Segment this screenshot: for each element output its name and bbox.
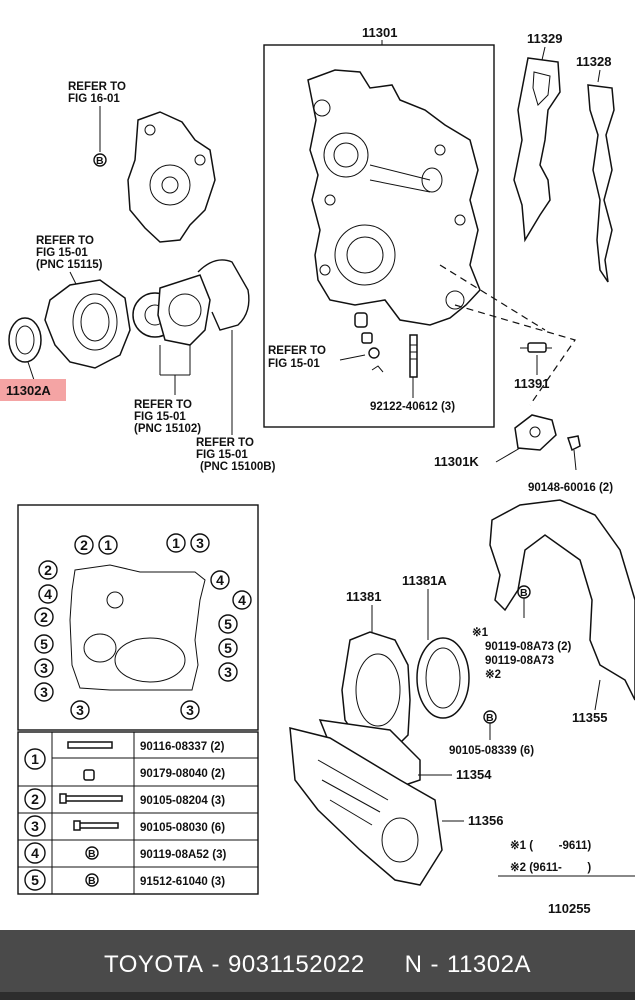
label-refer-15100b-1: REFER TO	[196, 437, 254, 449]
bolt-marker: 2	[40, 609, 48, 625]
label-refer-inner-1: REFER TO	[268, 345, 326, 357]
gasket-11328[interactable]	[587, 84, 615, 283]
label-refer-15102-1: REFER TO	[134, 399, 192, 411]
label-refer-fig16-2: FIG 16-01	[68, 93, 120, 105]
bolt-table: 1 2 3 4 5 B B 90116-08337 (2) 90179-0804…	[17, 731, 259, 895]
seal-retainer-11381[interactable]	[341, 631, 411, 749]
label-90119-08a73[interactable]: 90119-08A73	[485, 655, 554, 667]
bolt-table-no: 2	[31, 791, 39, 807]
parts-diagram: 11301 REFER TO FIG 15-01 92122-40612 (3)…	[0, 25, 635, 916]
label-refer-15115-1: REFER TO	[36, 235, 94, 247]
note-star2: ※2 (9611- )	[510, 861, 591, 874]
footer-ref-prefix: N	[404, 951, 423, 978]
label-11381[interactable]: 11381	[346, 589, 381, 604]
bolt-table-part[interactable]: 90105-08030 (6)	[140, 822, 225, 834]
label-refer-15115-2: FIG 15-01	[36, 247, 88, 259]
bolt-marker: 1	[104, 537, 112, 553]
label-refer-15100b-2: FIG 15-01	[196, 449, 248, 461]
svg-text:B: B	[96, 155, 104, 167]
bolt-table-no: 1	[31, 751, 39, 767]
oil-seal-11302a[interactable]	[8, 317, 42, 363]
label-refer-inner-2: FIG 15-01	[268, 358, 320, 370]
svg-text:B: B	[88, 875, 96, 887]
label-star2: ※2	[485, 668, 501, 681]
label-90105-08339[interactable]: 90105-08339 (6)	[449, 745, 534, 757]
bolt-table-part[interactable]: 90119-08A52 (3)	[140, 849, 226, 861]
label-11355[interactable]: 11355	[572, 710, 607, 725]
bolt-marker: 3	[40, 684, 48, 700]
footer-brand: TOYOTA	[104, 951, 204, 978]
label-11391[interactable]: 11391	[514, 376, 549, 391]
label-11302a[interactable]: 11302A	[6, 383, 51, 398]
plate-11356[interactable]	[289, 727, 443, 886]
label-90148-60016[interactable]: 90148-60016 (2)	[528, 482, 613, 494]
bolt-marker: 5	[224, 640, 232, 656]
bolt-marker: 5	[40, 636, 48, 652]
bolt-marker: 1	[172, 535, 180, 551]
bolt-marker: 3	[224, 664, 232, 680]
bolt-table-part[interactable]: 90116-08337 (2)	[140, 741, 225, 753]
note-star1: ※1 ( -9611)	[510, 839, 591, 852]
label-refer-15102-3: (PNC 15102)	[134, 423, 201, 435]
bolt-marker: 3	[40, 660, 48, 676]
oil-pump-body	[44, 279, 131, 369]
bolt-marker: 4	[44, 586, 52, 602]
footer-bar: TOYOTA - 9031152022 N - 11302A	[0, 930, 635, 1000]
label-refer-15115-3: (PNC 15115)	[36, 259, 103, 271]
bolt-marker: 3	[196, 535, 204, 551]
end-plate-11355[interactable]	[489, 499, 635, 701]
label-star1: ※1	[472, 626, 489, 639]
bolt-marker: 4	[216, 572, 224, 588]
oil-pump-rotor	[157, 274, 211, 346]
bolt-location-box	[17, 504, 259, 731]
bolt-marker: 2	[80, 537, 88, 553]
highlight-11302a	[0, 379, 66, 401]
label-11329[interactable]: 11329	[527, 31, 562, 46]
figure-number: 110255	[548, 901, 591, 916]
footer-part-number[interactable]: 9031152022	[227, 951, 365, 978]
svg-text:B: B	[520, 587, 528, 599]
oil-seal-11381a[interactable]	[416, 637, 470, 719]
bolt-table-no: 4	[31, 845, 39, 861]
label-11381a[interactable]: 11381A	[402, 573, 447, 588]
label-refer-15100b-3: (PNC 15100B)	[200, 461, 276, 473]
timing-cover-frame	[263, 44, 495, 428]
bolt-markers: 2 1 1 3 2 4 2 5 3 3 3 4 4 5 5 3 3	[34, 533, 252, 720]
label-92122-40612[interactable]: 92122-40612 (3)	[370, 401, 455, 413]
label-11301k[interactable]: 11301K	[434, 454, 479, 469]
footer-ref[interactable]: 11302A	[447, 951, 531, 978]
label-11354[interactable]: 11354	[456, 767, 492, 782]
gasket-11329[interactable]	[513, 57, 561, 243]
label-refer-fig16-1: REFER TO	[68, 81, 126, 93]
bolt-location-cover-outline	[69, 564, 206, 691]
bolt-table-no: 3	[31, 818, 39, 834]
part-11301k[interactable]	[514, 414, 557, 451]
svg-text:B: B	[88, 848, 96, 860]
bolt-marker: 4	[238, 592, 246, 608]
bolt-table-part[interactable]: 90105-08204 (3)	[140, 795, 225, 807]
bolt-marker: 5	[224, 616, 232, 632]
bolt-table-no: 5	[31, 872, 39, 888]
bottom-bar	[0, 992, 635, 1000]
label-90119-08a73-2[interactable]: 90119-08A73 (2)	[485, 641, 571, 653]
bolt-table-part[interactable]: 90179-08040 (2)	[140, 768, 225, 780]
label-11328[interactable]: 11328	[576, 54, 611, 69]
label-11301[interactable]: 11301	[362, 25, 397, 40]
label-11356[interactable]: 11356	[468, 813, 503, 828]
bolt-table-part[interactable]: 91512-61040 (3)	[140, 876, 225, 888]
svg-text:B: B	[486, 712, 494, 724]
bolt-marker: 2	[44, 562, 52, 578]
bolt-marker: 3	[186, 702, 194, 718]
label-refer-15102-2: FIG 15-01	[134, 411, 186, 423]
bolt-marker: 3	[76, 702, 84, 718]
oil-pump-gasket	[197, 259, 250, 331]
part-11391[interactable]	[527, 342, 547, 353]
